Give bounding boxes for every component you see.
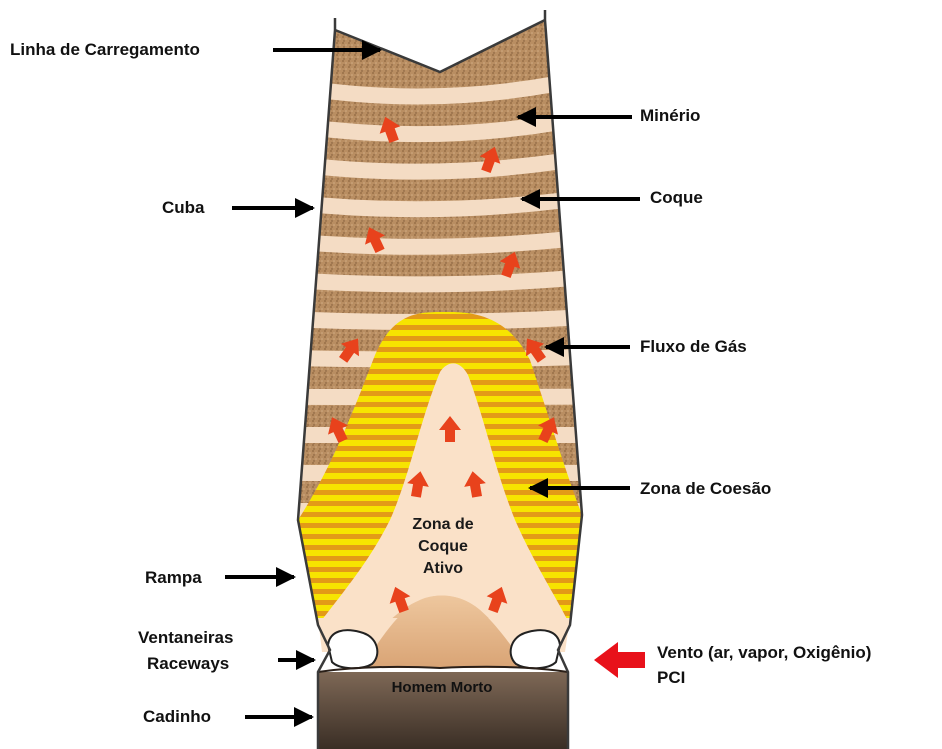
label-linha-carregamento: Linha de Carregamento xyxy=(10,40,200,59)
raceway-right xyxy=(511,630,560,668)
label-coque: Coque xyxy=(650,188,703,207)
active-coke-label-1: Zona de xyxy=(412,516,473,533)
label-minerio: Minério xyxy=(640,106,700,125)
active-coke-label-3: Ativo xyxy=(423,560,463,577)
raceway-left xyxy=(328,630,377,668)
wind-arrow xyxy=(594,642,645,678)
label-ventaneiras: Ventaneiras xyxy=(138,628,233,647)
label-raceways: Raceways xyxy=(147,654,229,673)
hearth-top xyxy=(318,667,568,672)
label-rampa: Rampa xyxy=(145,568,202,587)
dead-man-label: Homem Morto xyxy=(392,679,493,696)
label-cadinho: Cadinho xyxy=(143,707,211,726)
label-pci: PCI xyxy=(657,668,685,687)
label-vento: Vento (ar, vapor, Oxigênio) xyxy=(657,643,871,662)
active-coke-label-2: Coque xyxy=(418,538,468,555)
label-zona-coesao: Zona de Coesão xyxy=(640,479,771,498)
label-cuba: Cuba xyxy=(162,198,205,217)
label-fluxo-gas: Fluxo de Gás xyxy=(640,337,747,356)
